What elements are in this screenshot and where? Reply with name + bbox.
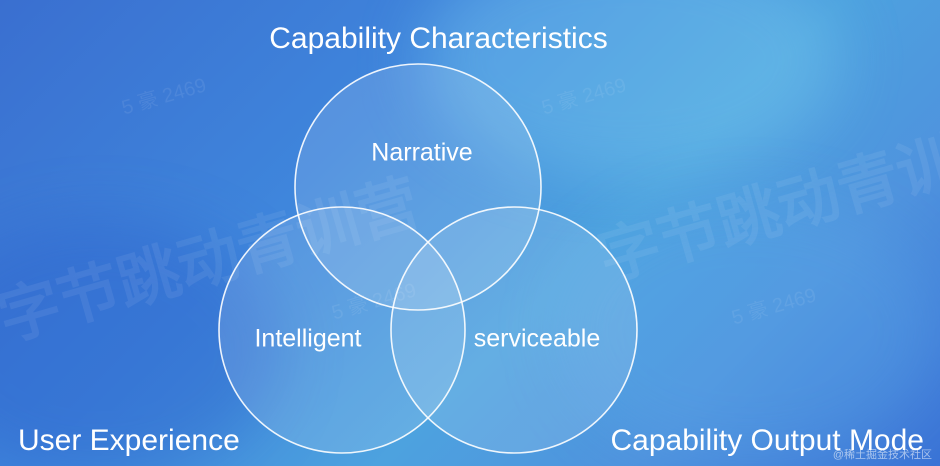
venn-label-narrative: Narrative xyxy=(371,138,473,167)
venn-circle-narrative xyxy=(294,63,542,311)
source-credit: @稀土掘金技术社区 xyxy=(832,449,932,461)
bottom-left-label: User Experience xyxy=(18,424,240,457)
venn-label-intelligent: Intelligent xyxy=(254,324,362,353)
venn-label-serviceable: serviceable xyxy=(473,324,601,353)
venn-circle-intelligent xyxy=(218,206,466,454)
bottom-right-label: Capability Output Mode xyxy=(610,424,924,457)
diagram-title: Capability Characteristics xyxy=(269,22,608,55)
venn-circle-serviceable xyxy=(390,206,638,454)
